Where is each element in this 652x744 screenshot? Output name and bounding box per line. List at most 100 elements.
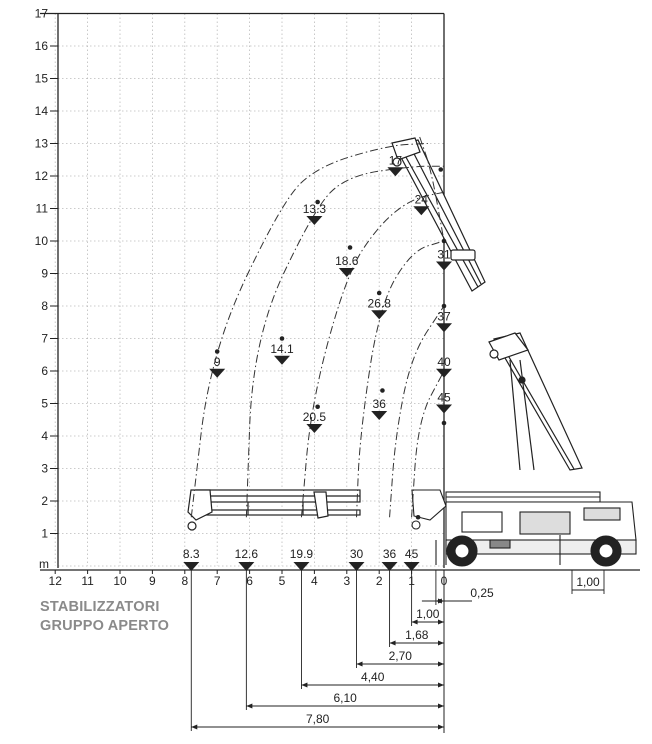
load-label: 26.8 [368,296,392,310]
load-label: 36 [373,397,387,411]
dimension-label: 0,25 [470,586,494,600]
ground-triangle [293,562,310,571]
crane-illustration [187,137,637,567]
dimension-arrow [438,640,444,646]
load-label: 37 [437,309,451,323]
load-triangle [436,368,452,378]
chassis-dim-label: 1,00 [576,575,600,589]
load-label: 17 [389,153,403,167]
dimension-arrow [389,640,396,646]
dimension-arrow [438,703,444,709]
x-tick-label: 2 [376,574,383,588]
x-tick-label: 8 [181,574,188,588]
chassis-dimension: 1,00 [571,570,605,594]
ground-triangle [183,562,200,571]
capacity-arc [356,240,445,518]
x-tick-label: 10 [113,574,127,588]
load-triangle [371,310,388,320]
y-tick-label: 4 [41,429,48,443]
dimension-label: 1,00 [416,607,440,621]
x-tick-label: 3 [343,574,350,588]
y-tick-label: 13 [35,137,49,151]
capacity-arc [245,165,444,518]
caption: STABILIZZATORI GRUPPO APERTO [40,598,169,636]
caption-line-1: STABILIZZATORI [40,599,160,615]
radius-dimensions: 0,251,001,682,704,406,107,80 [190,570,494,733]
dimension-label: 4,40 [361,670,385,684]
capacity-arc [300,191,445,518]
capacity-arc [419,136,445,242]
tip-dot [441,303,447,309]
y-tick-label: 3 [41,462,48,476]
tip-dot [315,199,320,205]
load-label: 24 [415,192,429,206]
dimension-label: 7,80 [306,712,330,726]
tip-dots [214,167,447,520]
load-label: 31 [437,248,451,262]
y-tick-label: 12 [35,169,49,183]
load-triangle [274,355,290,365]
y-tick-label: 16 [35,39,49,53]
caption-line-2: GRUPPO APERTO [40,618,170,634]
x-tick-label: 12 [49,574,63,588]
tip-dot [214,349,220,354]
dimension-arrow [438,724,444,730]
x-tick-label: 5 [279,574,286,588]
y-tick-label: 17 [35,7,49,21]
load-label: 45 [437,391,451,405]
ground-triangle [403,562,420,571]
load-triangle [436,261,452,271]
capacity-arc [190,143,428,518]
load-triangle [413,206,430,216]
load-label: 13.3 [303,202,327,216]
capacity-arc [411,370,445,518]
y-tick-label: 1 [41,527,48,541]
tip-dot [279,336,285,341]
load-triangle [436,404,452,414]
vehicle [411,489,637,567]
ground-label: 36 [383,547,397,561]
dimension-arrow [438,661,444,667]
dimension-arrow [438,598,444,604]
load-triangle [209,368,226,378]
dimension-arrow [356,661,363,667]
tip-dot [441,420,447,426]
x-tick-label: 9 [149,574,156,588]
dimension-label: 2,70 [389,649,413,663]
y-tick-label: 8 [41,299,48,313]
y-tick-label: 5 [41,397,48,411]
capacity-arcs [190,136,445,518]
load-label: 18.6 [335,254,359,268]
y-tick-label: 15 [35,72,49,86]
y-tick-label: 9 [41,267,48,281]
dimension-arrow [438,682,444,688]
x-tick-label: 11 [81,574,94,588]
load-triangle [338,268,355,277]
load-triangle [387,167,404,177]
tip-dot [315,404,320,410]
ground-label: 45 [405,547,419,561]
tip-dot [376,290,382,296]
y-tick-label: 2 [41,494,48,508]
dimension-arrow [191,724,198,730]
ground-triangle [348,562,365,571]
tip-dot [415,514,421,520]
tip-dot [380,388,385,393]
tip-dot [441,238,447,244]
load-triangle [306,216,323,225]
x-tick-label: 6 [246,574,253,588]
ground-label: 12.6 [235,547,259,561]
grid [54,13,445,567]
y-tick-label: 6 [41,364,48,378]
dimension-label: 6,10 [334,691,358,705]
load-label: 9 [214,355,221,369]
ground-label: 8.3 [183,547,200,561]
dimension-arrow [411,619,418,625]
load-label: 40 [437,355,451,369]
y-tick-label: 11 [36,202,49,216]
ground-triangle [381,562,398,571]
